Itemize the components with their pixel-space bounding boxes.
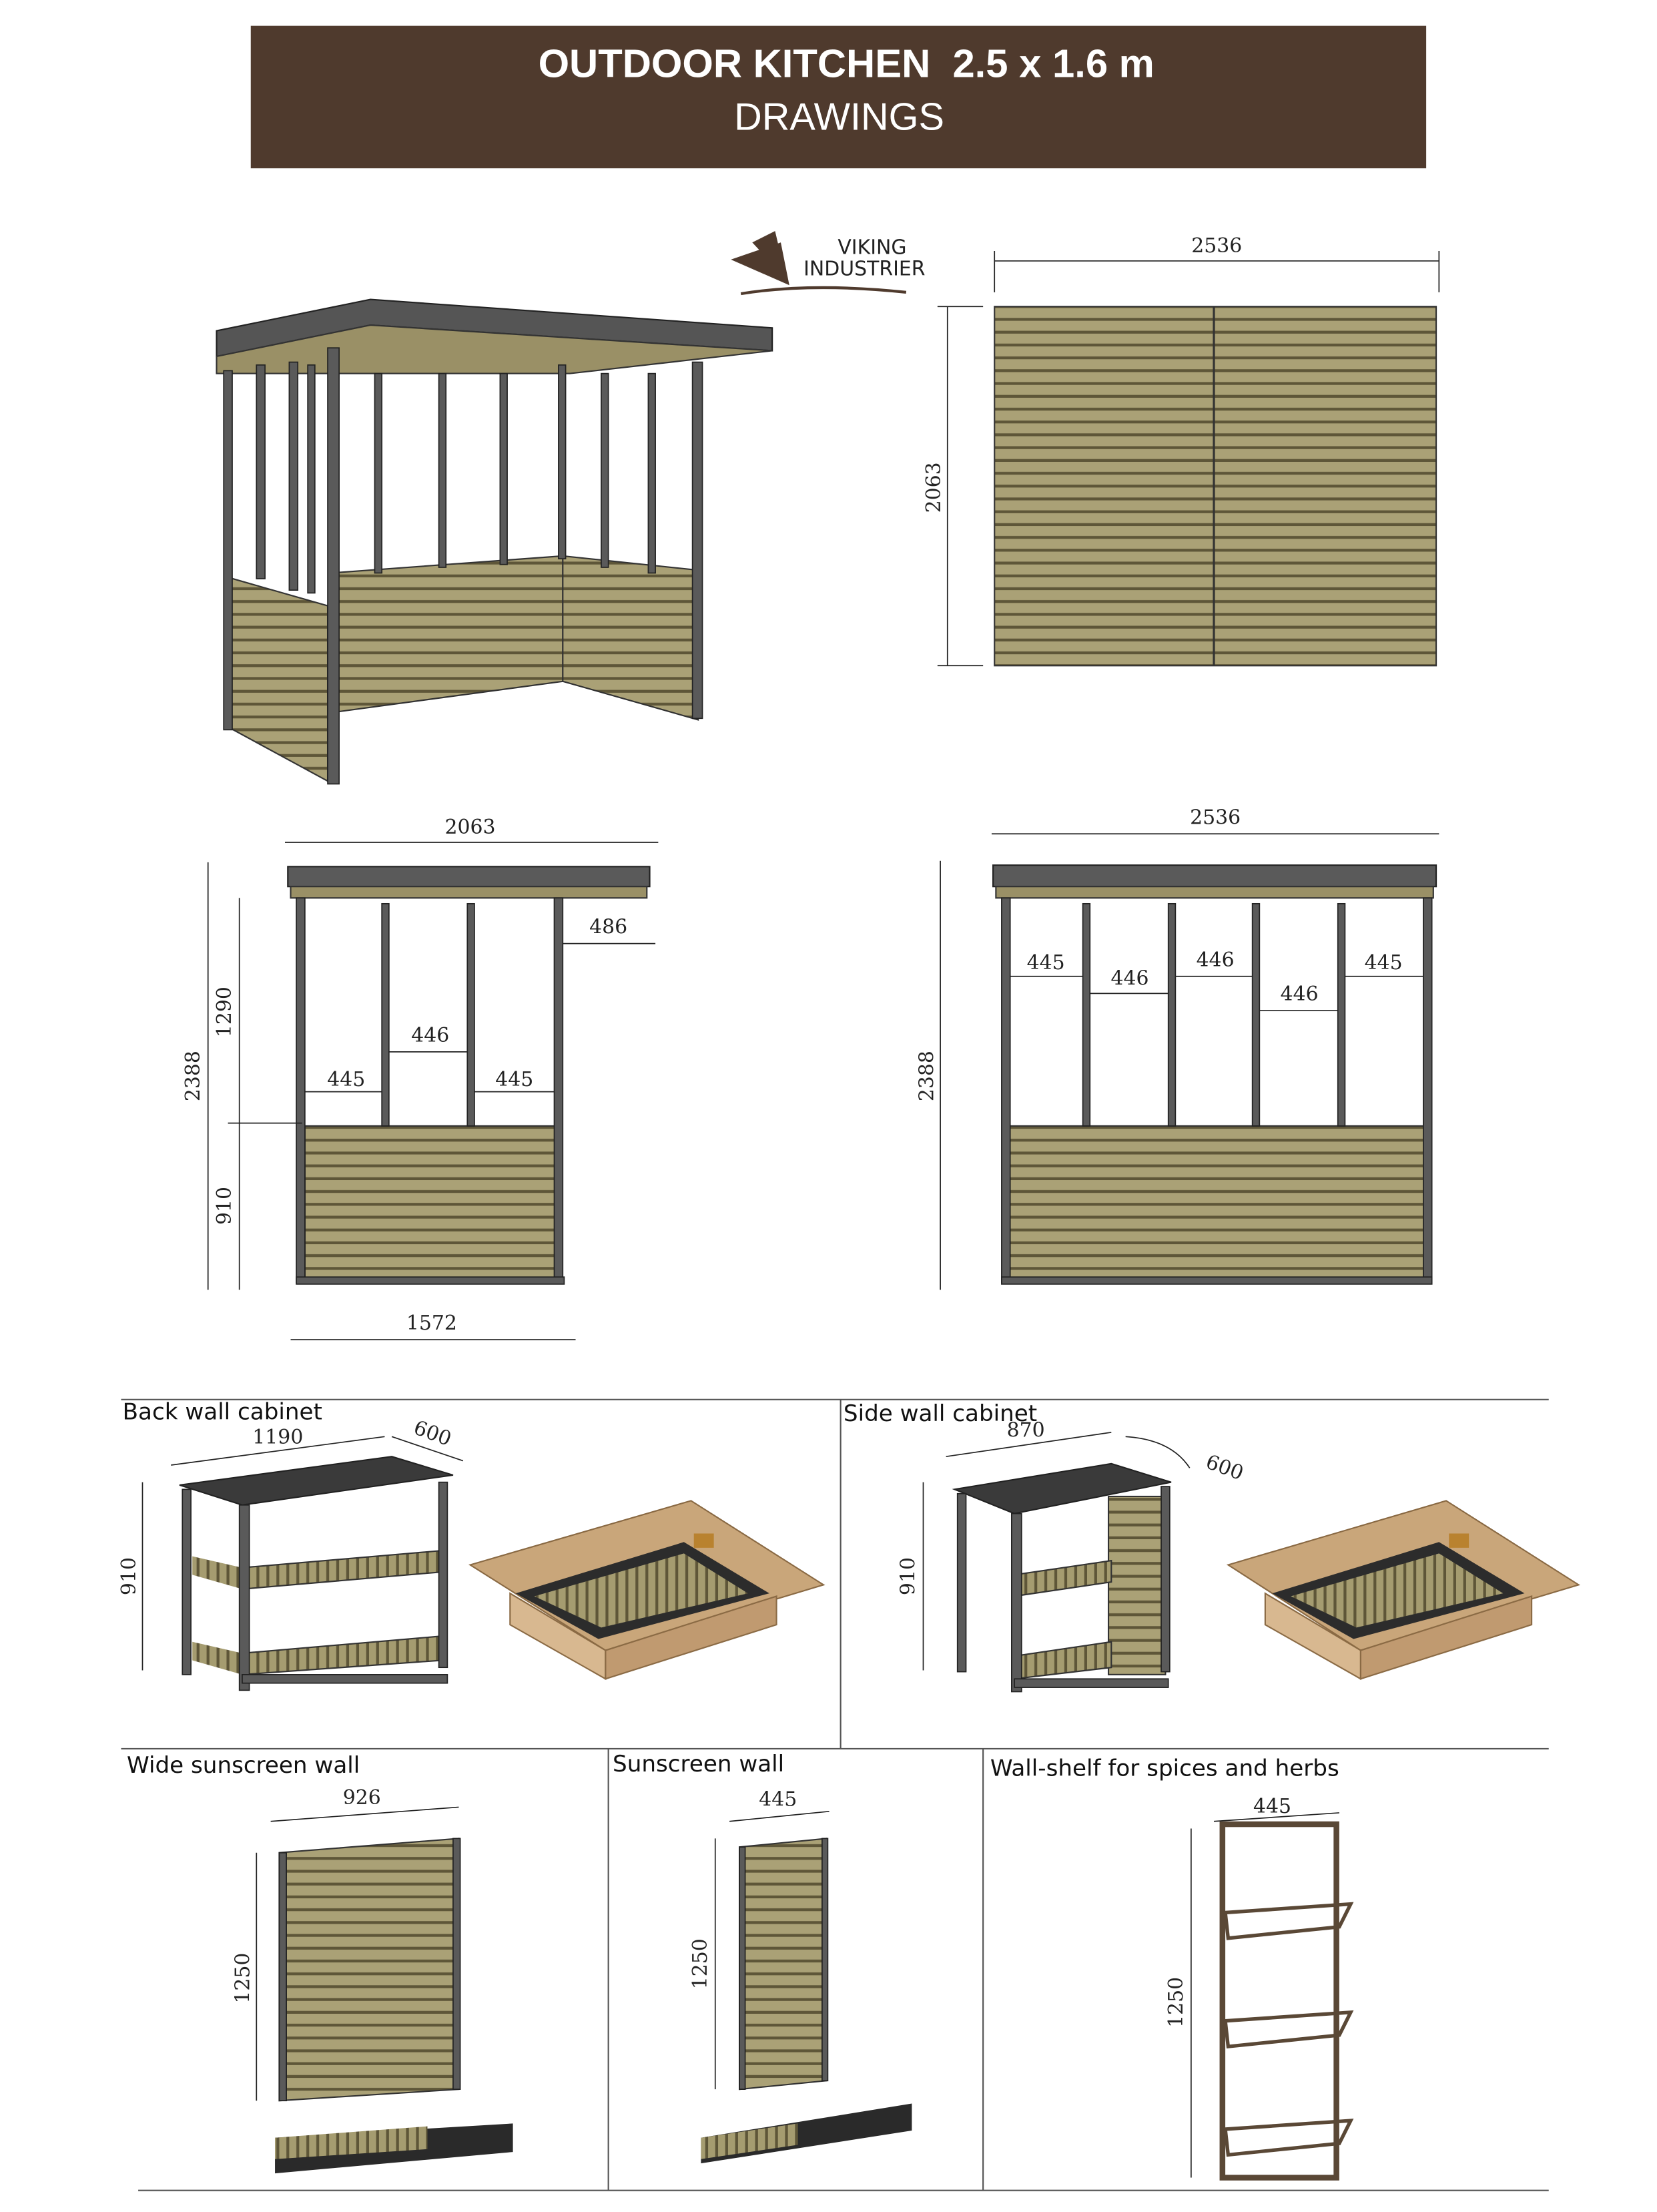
side-wall-cabinet: Side wall cabinet 870 600 910 — [844, 1400, 1581, 1693]
kitchen-3d-view — [216, 298, 773, 785]
dimension-label: 2388 — [915, 1051, 938, 1101]
dimension-label: 1190 — [252, 1426, 303, 1449]
dimension-label: 870 — [1007, 1418, 1045, 1442]
dimension-label: 446 — [411, 1024, 449, 1047]
plan-depth-dim: 2063 — [922, 462, 946, 513]
section-dividers — [121, 1398, 1549, 2191]
dimension-label: 910 — [117, 1557, 141, 1595]
dimension-label: 445 — [1027, 951, 1065, 975]
dimension-label: 446 — [1111, 967, 1149, 991]
front-elevation: 2536 2388 445 446 446 446 445 — [915, 806, 1439, 1290]
dimension-label: 446 — [1281, 983, 1319, 1006]
section-label: Side wall cabinet — [844, 1400, 1037, 1427]
plan-width-dim: 2536 — [1191, 234, 1242, 258]
dimension-label: 1290 — [213, 987, 236, 1037]
section-label: Back wall cabinet — [123, 1399, 322, 1426]
dimension-label: 445 — [759, 1787, 797, 1811]
dimension-label: 486 — [589, 916, 627, 939]
back-wall-cabinet: Back wall cabinet 1190 600 910 — [117, 1399, 825, 1691]
wide-sunscreen-wall: Wide sunscreen wall 926 1250 — [127, 1752, 513, 2174]
dimension-label: 445 — [327, 1068, 365, 1091]
sunscreen-wall: Sunscreen wall 445 1250 — [613, 1751, 912, 2164]
dimension-label: 445 — [1253, 1795, 1291, 1818]
dimension-label: 600 — [1203, 1450, 1247, 1485]
page-subtitle: DRAWINGS — [734, 96, 944, 139]
dimension-label: 2388 — [182, 1051, 205, 1101]
dimension-label: 910 — [213, 1187, 236, 1225]
dimension-label: 2536 — [1190, 806, 1241, 829]
section-label: Wide sunscreen wall — [127, 1752, 360, 1779]
dimension-label: 445 — [1365, 951, 1403, 975]
dimension-label: 446 — [1197, 948, 1235, 972]
ship-sail-icon — [731, 231, 789, 286]
dimension-label: 1250 — [1165, 1977, 1188, 2028]
page-title: OUTDOOR KITCHEN 2.5 x 1.6 m — [539, 41, 1154, 86]
dimension-label: 1250 — [689, 1938, 712, 1989]
section-label: Sunscreen wall — [613, 1751, 784, 1777]
viking-logo: VIKING INDUSTRIER — [731, 231, 926, 296]
flatpack-box — [1226, 1500, 1581, 1681]
dimension-label: VIKING — [838, 236, 906, 259]
section-label: Wall-shelf for spices and herbs — [990, 1755, 1339, 1781]
dimension-label: INDUSTRIER — [803, 257, 925, 280]
flatpack-box — [468, 1500, 825, 1681]
dimension-label: 2063 — [445, 816, 496, 839]
side-elevation: 2063 2388 1290 910 486 445 446 445 1572 — [182, 816, 659, 1340]
wall-shelf: Wall-shelf for spices and herbs 445 1250 — [990, 1755, 1354, 2181]
plan-view: 2536 2063 — [922, 234, 1440, 667]
dimension-label: 910 — [897, 1557, 920, 1595]
dimension-label: 1572 — [406, 1312, 457, 1335]
header-banner: OUTDOOR KITCHEN 2.5 x 1.6 m DRAWINGS — [250, 25, 1427, 169]
dimension-label: 1250 — [232, 1953, 255, 2004]
dimension-label: 445 — [495, 1068, 533, 1091]
dimension-label: 926 — [343, 1786, 381, 1810]
